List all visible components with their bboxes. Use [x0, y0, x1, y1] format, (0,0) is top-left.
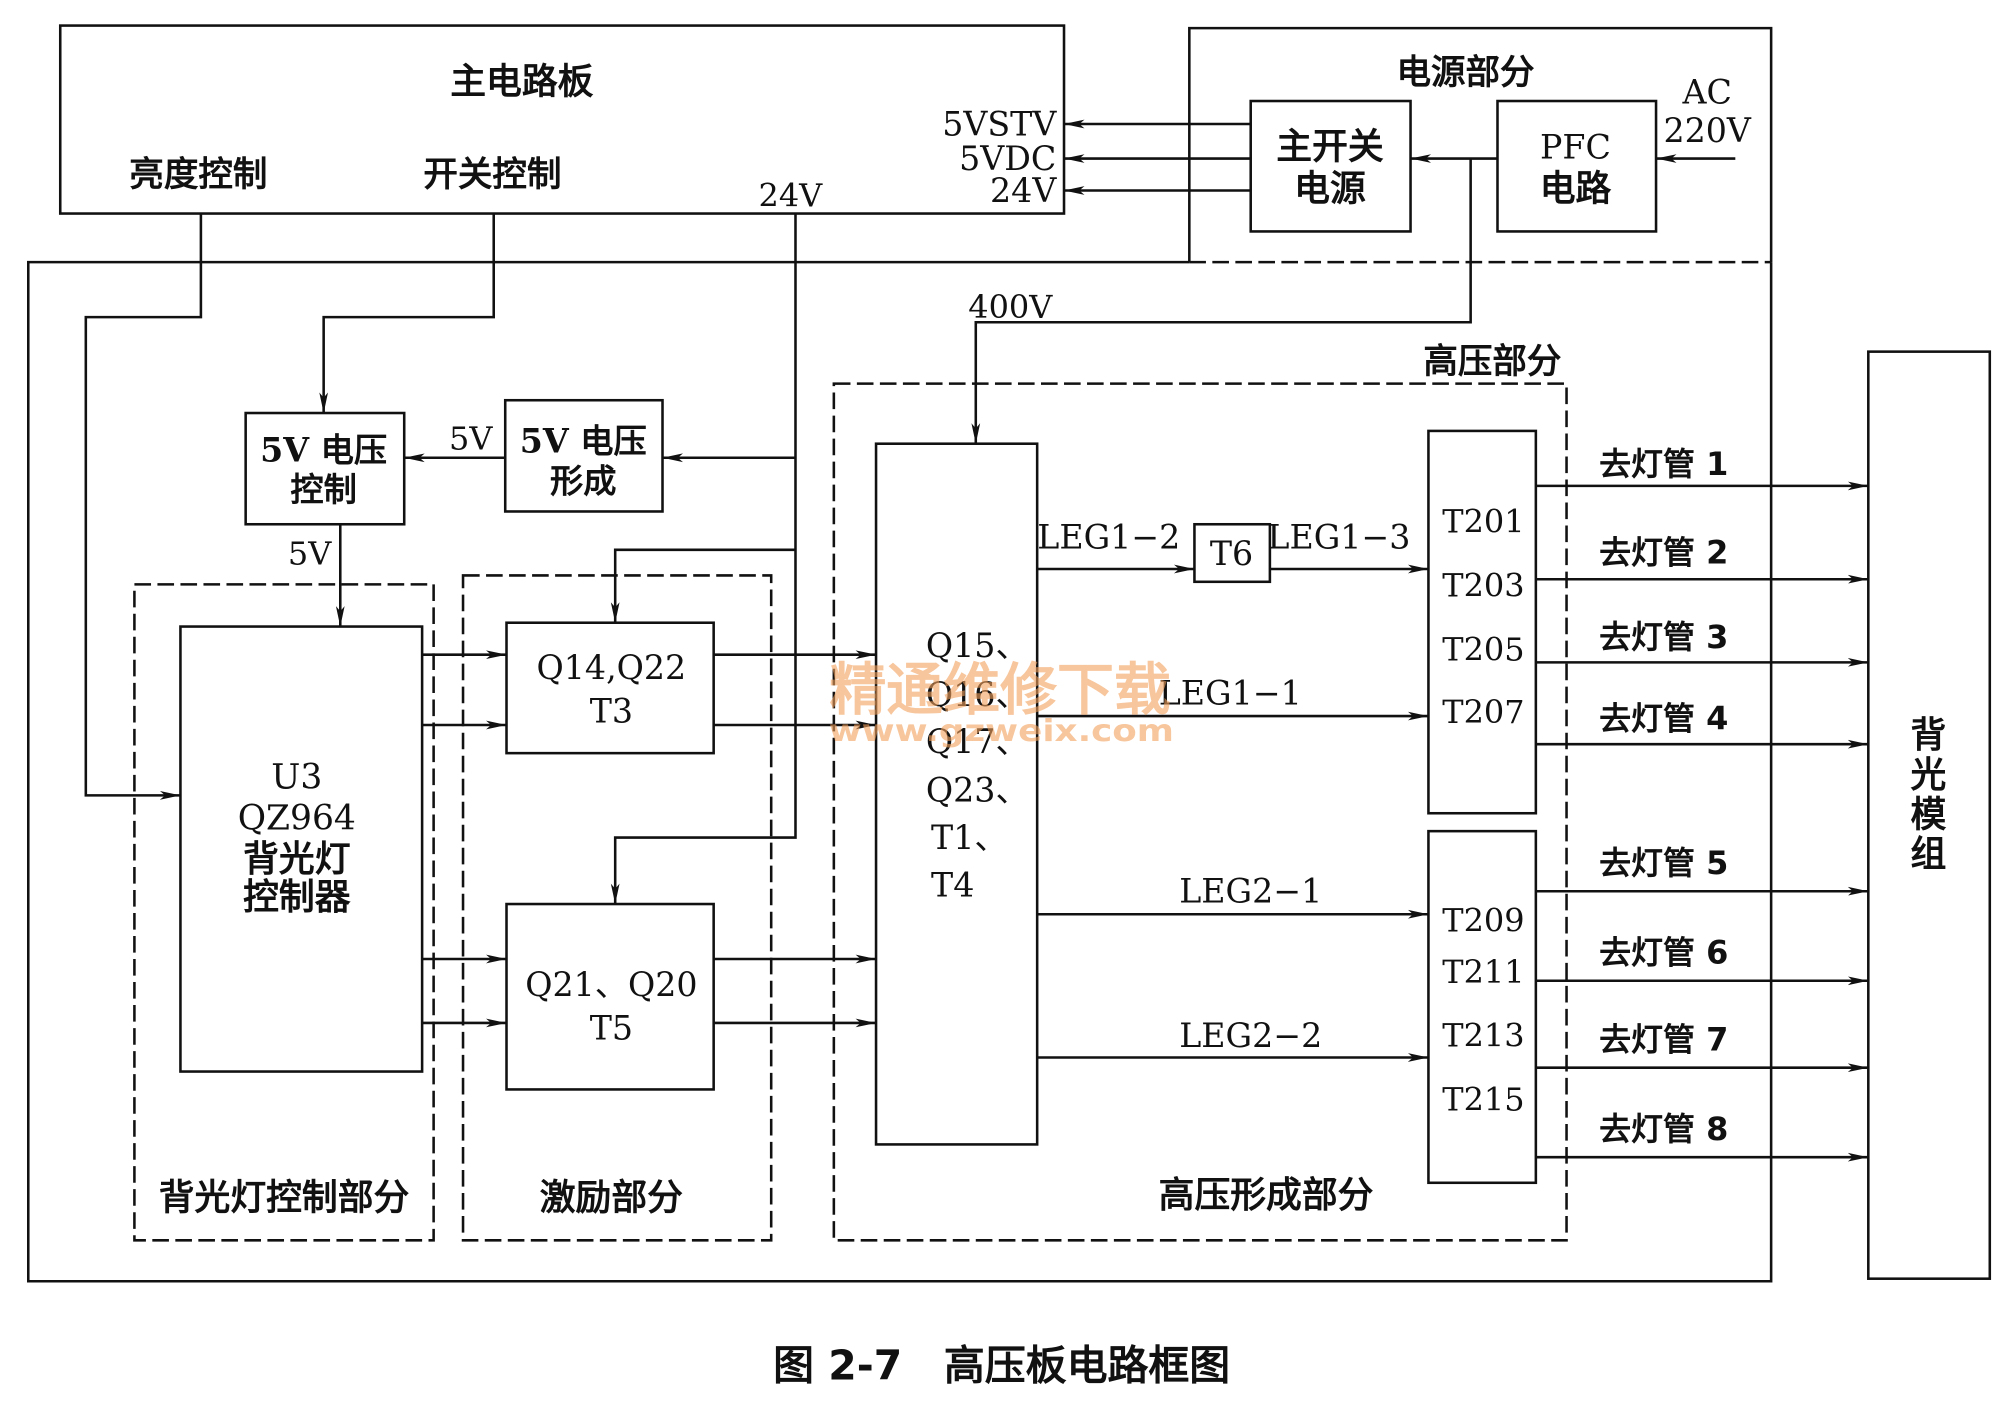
- brightness-control-label: 亮度控制: [129, 155, 267, 195]
- u3-label-line2: QZ964: [238, 798, 356, 838]
- leg1-1-label: LEG1−1: [1159, 674, 1302, 713]
- rail-5v-forming-to-control-label: 5V: [449, 420, 493, 458]
- hv-core-label-line6: T4: [931, 865, 974, 904]
- main-switching-supply-label-line1: 主开关: [1276, 127, 1384, 168]
- lamp-output-4-label: 去灯管 4: [1599, 700, 1728, 738]
- transformer-t211-label: T211: [1442, 953, 1524, 991]
- hv-core-label-line5: T1、: [931, 818, 1008, 857]
- watermark-url: www.gzweix.com: [829, 714, 1174, 749]
- rail-5v-control-to-u3-label: 5V: [288, 535, 332, 573]
- v5-forming-label-line2: 形成: [550, 461, 616, 500]
- bus-24v: [610, 213, 797, 905]
- bus-24v-label: 24V: [759, 177, 824, 215]
- hv-core-label-line4: Q23、: [926, 771, 1029, 810]
- transformer-t213-label: T213: [1442, 1017, 1524, 1055]
- lamp-output-5-label: 去灯管 5: [1599, 844, 1728, 882]
- main-switching-supply-label-line2: 电源: [1294, 169, 1366, 210]
- hv-core-label-line1: Q15、: [926, 626, 1029, 665]
- drive-section-frame: [461, 574, 773, 1242]
- t6-label: T6: [1210, 534, 1253, 573]
- v5-forming-box: [503, 398, 664, 513]
- u3-label-line3: 背光灯: [243, 839, 350, 880]
- backlight-module-char: 光: [1911, 754, 1947, 795]
- lower-drive-stage-box: [505, 902, 715, 1091]
- transformer-t203-label: T203: [1442, 567, 1524, 605]
- lower-stage-label-line1: Q21、Q20: [525, 965, 697, 1004]
- lamp-output-2-label: 去灯管 2: [1599, 533, 1728, 571]
- lower-stage-label-line2: T5: [590, 1009, 633, 1048]
- switch-control-label: 开关控制: [423, 155, 561, 195]
- hv-core-label-line2: Q16、: [926, 675, 1029, 714]
- pfc-circuit-label-line1: PFC: [1540, 128, 1611, 167]
- leg2-1-label: LEG2−1: [1179, 872, 1322, 911]
- transformer-group-1-box: [1427, 429, 1538, 815]
- transformer-group-2-box: [1427, 829, 1538, 1185]
- backlight-module-char: 模: [1911, 794, 1947, 835]
- hv-core-box: [874, 442, 1039, 1146]
- backlight-module-label: 背光模组: [1911, 715, 1947, 875]
- v5-control-label-line1: 5V 电压: [260, 431, 387, 470]
- figure-caption-title: 高压板电路框图: [944, 1342, 1230, 1390]
- backlight-module-box: [1867, 350, 1992, 1280]
- backlight-control-section-frame: [133, 583, 435, 1242]
- output-5vstv-label: 5VSTV: [942, 105, 1057, 144]
- watermark-text: 精通维修下载: [829, 658, 1170, 723]
- lamp-output-8-label: 去灯管 8: [1599, 1110, 1728, 1148]
- transformer-t205-label: T205: [1442, 631, 1524, 669]
- u3-controller-box: [179, 625, 424, 1073]
- leg1-2-label: LEG1−2: [1037, 518, 1180, 557]
- lamp-output-7-label: 去灯管 7: [1599, 1021, 1728, 1059]
- hv-forming-section-title: 高压形成部分: [1159, 1175, 1374, 1216]
- transformer-t209-label: T209: [1442, 902, 1524, 940]
- u3-label-line1: U3: [271, 757, 322, 797]
- backlight-control-section-title: 背光灯控制部分: [159, 1178, 410, 1219]
- main-board-box: [58, 24, 1066, 215]
- main-switching-supply-box: [1249, 99, 1412, 233]
- figure-number: 图 2-7: [773, 1342, 902, 1390]
- transformer-t201-label: T201: [1442, 503, 1524, 541]
- lamp-output-1-label: 去灯管 1: [1599, 445, 1728, 483]
- upper-stage-label-line1: Q14,Q22: [537, 648, 687, 687]
- ac-input-label-line2: 220V: [1663, 111, 1751, 150]
- brightness-control-line: [84, 213, 203, 800]
- power-section-title: 电源部分: [1396, 53, 1535, 93]
- hv-section-title: 高压部分: [1423, 342, 1562, 382]
- hv-core-label-line3: Q17、: [926, 722, 1029, 761]
- upper-stage-label-line2: T3: [590, 691, 633, 730]
- u3-label-line4: 控制器: [243, 877, 351, 918]
- transformer-t215-label: T215: [1442, 1081, 1524, 1119]
- lamp-output-6-label: 去灯管 6: [1599, 934, 1728, 972]
- arrow-24v-to-upper-stage: [610, 548, 796, 623]
- outer-frame: [27, 260, 1773, 1283]
- v5-forming-label-line1: 5V 电压: [520, 422, 647, 461]
- drive-section-title: 激励部分: [540, 1178, 683, 1219]
- backlight-module-char: 组: [1911, 834, 1947, 875]
- output-24v-label: 24V: [990, 171, 1057, 210]
- output-5vdc-label: 5VDC: [959, 139, 1056, 178]
- high-voltage-section-frame: [832, 382, 1568, 1242]
- v5-control-label-line2: 控制: [290, 470, 356, 509]
- backlight-module-char: 背: [1911, 715, 1947, 756]
- rail-400v-label: 400V: [968, 288, 1053, 326]
- transformer-t207-label: T207: [1442, 693, 1524, 731]
- leg1-3-label: LEG1−3: [1267, 518, 1410, 557]
- switch-control-line: [319, 213, 496, 414]
- lamp-output-3-label: 去灯管 3: [1599, 618, 1728, 656]
- pfc-circuit-label-line2: 电路: [1540, 169, 1612, 210]
- main-board-title: 主电路板: [450, 61, 593, 102]
- v5-control-box: [244, 411, 406, 526]
- upper-drive-stage-box: [505, 621, 715, 755]
- t6-box: [1193, 522, 1272, 584]
- power-section-frame: [1188, 26, 1773, 263]
- ac-input-label-line1: AC: [1681, 73, 1731, 112]
- arrow-400v-feed: [971, 158, 1472, 444]
- leg2-2-label: LEG2−2: [1179, 1016, 1322, 1055]
- pfc-circuit-box: [1496, 99, 1658, 233]
